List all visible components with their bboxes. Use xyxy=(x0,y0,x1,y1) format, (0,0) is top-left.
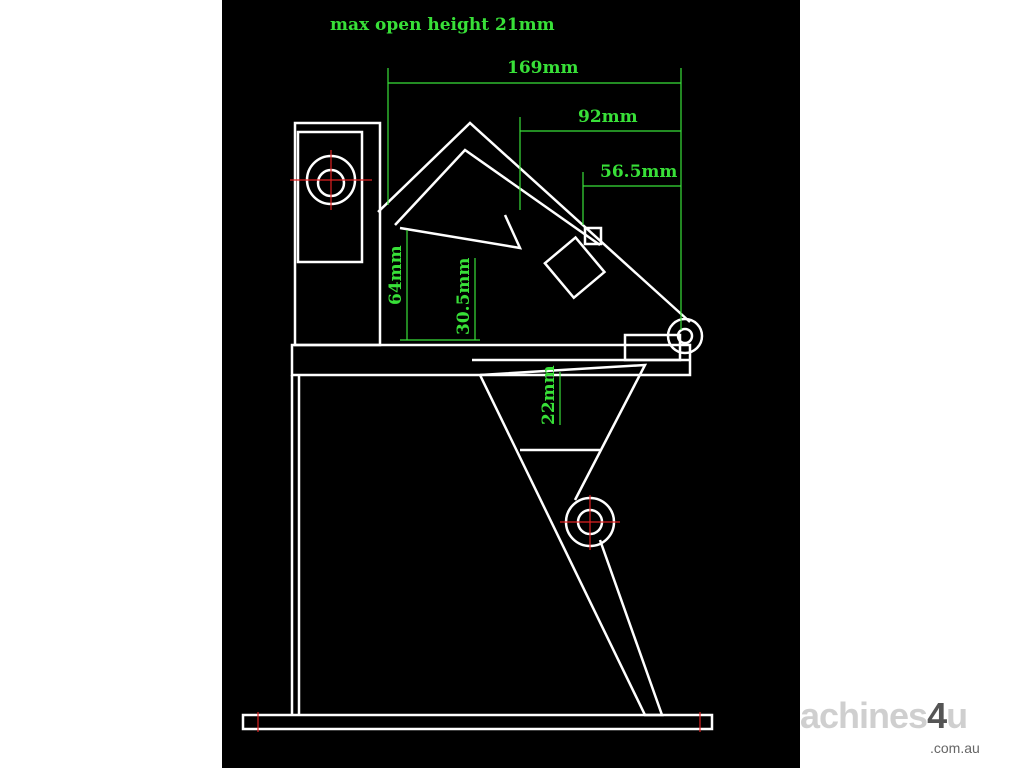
left-block-inner xyxy=(296,130,364,264)
diagonal-leg xyxy=(478,374,664,717)
watermark-logo: achines4u xyxy=(800,695,968,736)
dim-30-label: 30.5mm xyxy=(454,258,474,335)
dim-169-label: 169mm xyxy=(507,58,578,78)
drawing-background xyxy=(222,0,800,768)
watermark-main: achines xyxy=(800,695,928,736)
dim-56-label: 56.5mm xyxy=(600,162,677,182)
jaw-arm-outer xyxy=(377,121,691,323)
dim-92-label: 92mm xyxy=(578,107,638,127)
brace-triangle xyxy=(479,363,648,501)
clamp-block xyxy=(543,235,607,300)
dim-22-label: 22mm xyxy=(539,365,559,425)
watermark-four: 4 xyxy=(927,695,947,736)
watermark-domain: .com.au xyxy=(930,740,980,756)
jaw-arm-inner xyxy=(394,148,601,247)
jaw-lower-plate xyxy=(399,214,523,250)
watermark-u: u xyxy=(946,695,968,736)
title-text: max open height 21mm xyxy=(330,15,555,35)
lower-jaw-block xyxy=(623,333,682,362)
base-plate xyxy=(241,713,714,731)
dim-64-label: 64mm xyxy=(386,245,406,305)
clamp-bolt xyxy=(583,226,603,246)
